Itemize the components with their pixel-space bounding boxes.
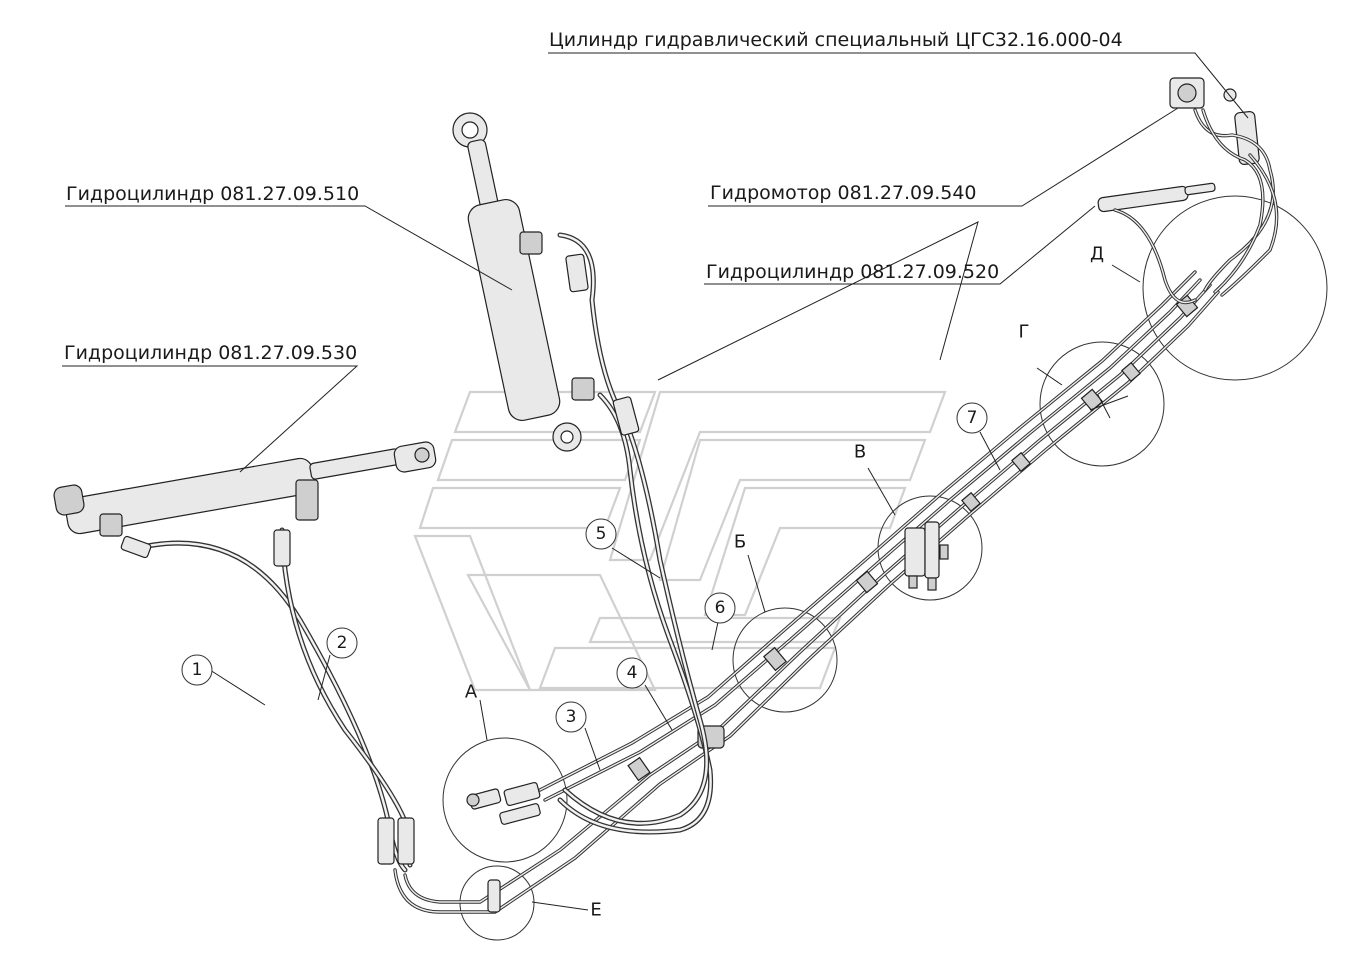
callout-2: 2: [326, 627, 358, 659]
cylinder-530: [53, 441, 437, 537]
hose-6: [557, 232, 710, 826]
callout-5: 5: [585, 518, 617, 550]
leader-510: [65, 205, 513, 291]
special-cylinder: [1193, 88, 1279, 297]
leader-540: [708, 107, 1179, 207]
callout-4-text: 4: [627, 663, 638, 683]
callout-5-text: 5: [596, 524, 607, 544]
leader-510-long: [657, 221, 979, 381]
label-cylinder-520: Гидроцилиндр 081.27.09.520: [706, 261, 999, 283]
fitting-e: [487, 879, 501, 913]
hose-fittings-mid: [565, 253, 640, 436]
detail-circle-b: [732, 607, 838, 713]
label-special-cylinder: Цилиндр гидравлический специальный ЦГС32…: [549, 29, 1123, 51]
callout-7: 7: [956, 402, 988, 434]
detail-letter-a: А: [465, 682, 478, 703]
cylinder-520: [1097, 182, 1216, 305]
motor-540: [1169, 77, 1205, 109]
label-cylinder-530: Гидроцилиндр 081.27.09.530: [64, 342, 357, 364]
main-tube-bundle: [393, 270, 1220, 914]
label-motor-540: Гидромотор 081.27.09.540: [710, 182, 977, 204]
detail-circle-d: [1142, 195, 1328, 381]
callout-6-text: 6: [715, 598, 726, 618]
detail-letter-g: Г: [1019, 322, 1030, 343]
callout-1-text: 1: [192, 660, 203, 680]
detail-letter-e: Е: [590, 900, 601, 921]
detail-circle-a: [442, 737, 568, 863]
hose-fittings-low: [120, 529, 415, 865]
label-cylinder-510: Гидроцилиндр 081.27.09.510: [66, 183, 359, 205]
hose-5: [557, 392, 714, 835]
callout-4: 4: [616, 657, 648, 689]
detail-circle-g: [1039, 341, 1165, 467]
leader-530: [62, 365, 359, 473]
leader-lines: [62, 52, 1249, 911]
callout-7-text: 7: [967, 408, 978, 428]
hose-1: [127, 540, 408, 873]
callout-6: 6: [704, 592, 736, 624]
detail-letter-v: В: [854, 442, 866, 463]
cylinder-510: [452, 112, 595, 452]
callout-3-text: 3: [566, 707, 577, 727]
leader-520: [704, 205, 1096, 285]
detail-letter-b: Б: [734, 532, 746, 553]
callout-2-text: 2: [337, 633, 348, 653]
callout-3: 3: [555, 701, 587, 733]
detail-letter-d: Д: [1090, 244, 1104, 265]
valve-block: [904, 521, 949, 591]
leader-special: [548, 52, 1249, 119]
fitting-g: [1089, 394, 1129, 419]
hose-2: [279, 527, 413, 868]
fittings-a: [466, 781, 541, 825]
callout-1: 1: [181, 654, 213, 686]
